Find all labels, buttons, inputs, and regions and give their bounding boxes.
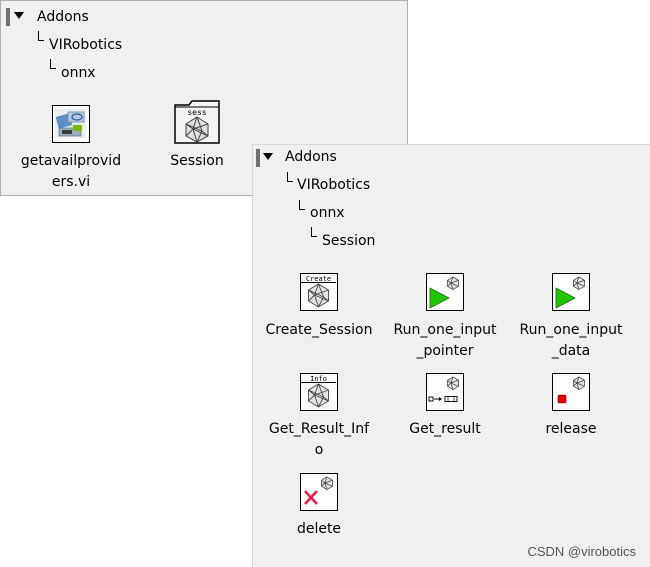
release-vi[interactable] [552,373,590,411]
run-one-input-pointer-vi[interactable] [426,273,464,311]
get-result-label: Get_result [409,421,481,437]
tree-grip [6,8,10,26]
tree-node-addons[interactable]: Addons [285,149,337,165]
get-result-info-label: Get_Result_Inf o [268,421,370,458]
session-folder-label: Session [170,153,224,169]
providers-icon [55,109,86,138]
palette-session: Addons VIRobotics onnx Session Create Cr… [252,144,650,567]
tree-node-virobotics[interactable]: VIRobotics [297,177,371,193]
get-result-info-icon: Info [301,375,336,408]
palette-onnx: Addons VIRobotics onnx getavailprovid er… [0,0,408,196]
session-folder-button[interactable]: sess [173,99,221,145]
session-folder-text: sess [187,108,206,117]
session-folder-icon: sess [174,100,220,144]
create-session-icon: Create [301,275,336,308]
tree-branch-icon [38,31,44,41]
run-one-input-data-label: Run_one_input _data [519,322,623,359]
tree-grip [256,149,260,167]
delete-label: delete [296,521,342,537]
create-session-vi[interactable]: Create [300,273,338,311]
get-result-info-vi[interactable]: Info [300,373,338,411]
tree-branch-icon [50,59,56,69]
run-one-input-pointer-label: Run_one_input _pointer [393,322,497,359]
create-session-label: Create_Session [265,322,373,338]
info-icon-text: Info [310,375,327,383]
run-one-input-data-vi[interactable] [552,273,590,311]
collapse-arrow-icon[interactable] [263,153,273,160]
tree-node-session[interactable]: Session [322,233,376,249]
tree-node-onnx[interactable]: onnx [310,205,345,221]
tree-node-onnx[interactable]: onnx [61,65,96,81]
release-label: release [545,421,597,437]
csdn-watermark: CSDN @virobotics [527,544,636,559]
release-icon [557,376,585,404]
collapse-arrow-icon[interactable] [14,12,24,19]
run-pointer-icon [429,276,459,309]
create-icon-text: Create [306,275,331,283]
run-data-icon [555,276,585,309]
tree-node-virobotics[interactable]: VIRobotics [49,37,123,53]
delete-vi[interactable] [300,473,338,511]
get-result-icon [428,376,459,402]
get-result-vi[interactable] [426,373,464,411]
tree-branch-icon [299,200,305,210]
getavailproviders-label: getavailprovid ers.vi [20,153,122,190]
tree-branch-icon [287,172,293,182]
tree-node-addons[interactable]: Addons [37,9,89,25]
tree-branch-icon [311,227,317,237]
delete-icon [304,476,333,505]
getavailproviders-vi-icon[interactable] [52,105,90,143]
